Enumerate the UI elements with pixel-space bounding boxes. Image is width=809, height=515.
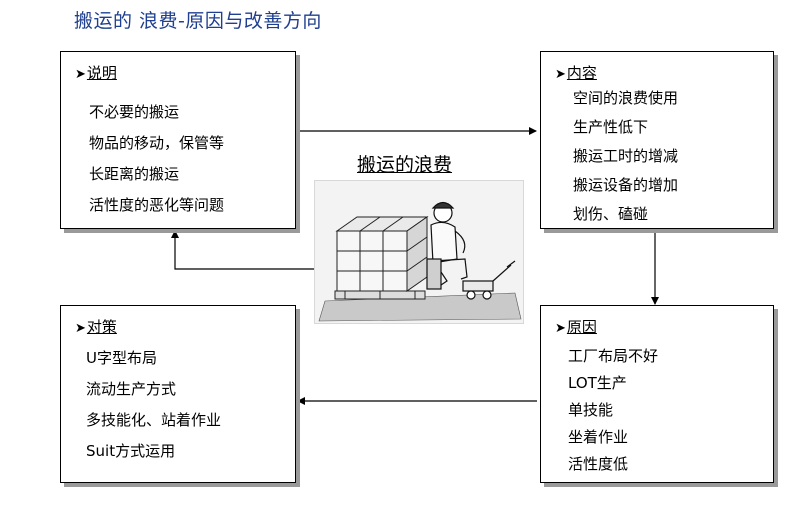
list-item: 活性度低 (568, 455, 629, 473)
list-item: 划伤、磕碰 (573, 205, 649, 223)
pointer-arrow-icon: ➤ (75, 321, 86, 336)
page-title: 搬运的 浪费-原因与改善方向 (74, 10, 322, 32)
cause-heading: ➤原因 (555, 318, 597, 336)
pointer-arrow-icon: ➤ (75, 67, 86, 82)
list-item: 搬运工时的增减 (573, 147, 679, 165)
worker-sitting-with-boxes-icon (318, 201, 522, 322)
illustration-caption: 搬运的浪费 (357, 154, 453, 176)
list-item: 单技能 (568, 401, 614, 419)
pointer-arrow-icon: ➤ (555, 67, 566, 82)
content-box: ➤内容 空间的浪费使用 生产性低下 搬运工时的增减 搬运设备的增加 划伤、磕碰 (540, 51, 774, 229)
list-item: 长距离的搬运 (89, 165, 180, 183)
list-item: 物品的移动，保管等 (89, 134, 225, 152)
list-item: U字型布局 (86, 349, 157, 367)
cause-box: ➤原因 工厂布局不好 LOT生产 单技能 坐着作业 活性度低 (540, 305, 774, 483)
list-item: 工厂布局不好 (568, 347, 659, 365)
pointer-arrow-icon: ➤ (555, 321, 566, 336)
list-item: LOT生产 (568, 374, 627, 392)
list-item: 空间的浪费使用 (573, 89, 679, 107)
list-item: 坐着作业 (568, 428, 629, 446)
worker-illustration (314, 180, 524, 324)
explanation-heading: ➤说明 (75, 64, 117, 82)
explanation-box: ➤说明 不必要的搬运 物品的移动，保管等 长距离的搬运 活性度的恶化等问题 (60, 51, 296, 229)
countermeasure-box: ➤对策 U字型布局 流动生产方式 多技能化、站着作业 Suit方式运用 (60, 305, 296, 483)
list-item: 生产性低下 (573, 118, 649, 136)
arrow-illustration-to-explanation (171, 230, 316, 270)
list-item: 多技能化、站着作业 (86, 411, 222, 429)
list-item: 不必要的搬运 (89, 103, 180, 121)
list-item: Suit方式运用 (86, 442, 176, 460)
countermeasure-heading: ➤对策 (75, 318, 117, 336)
content-heading: ➤内容 (555, 64, 597, 82)
list-item: 搬运设备的增加 (573, 176, 679, 194)
list-item: 流动生产方式 (86, 380, 177, 398)
list-item: 活性度的恶化等问题 (89, 196, 225, 214)
